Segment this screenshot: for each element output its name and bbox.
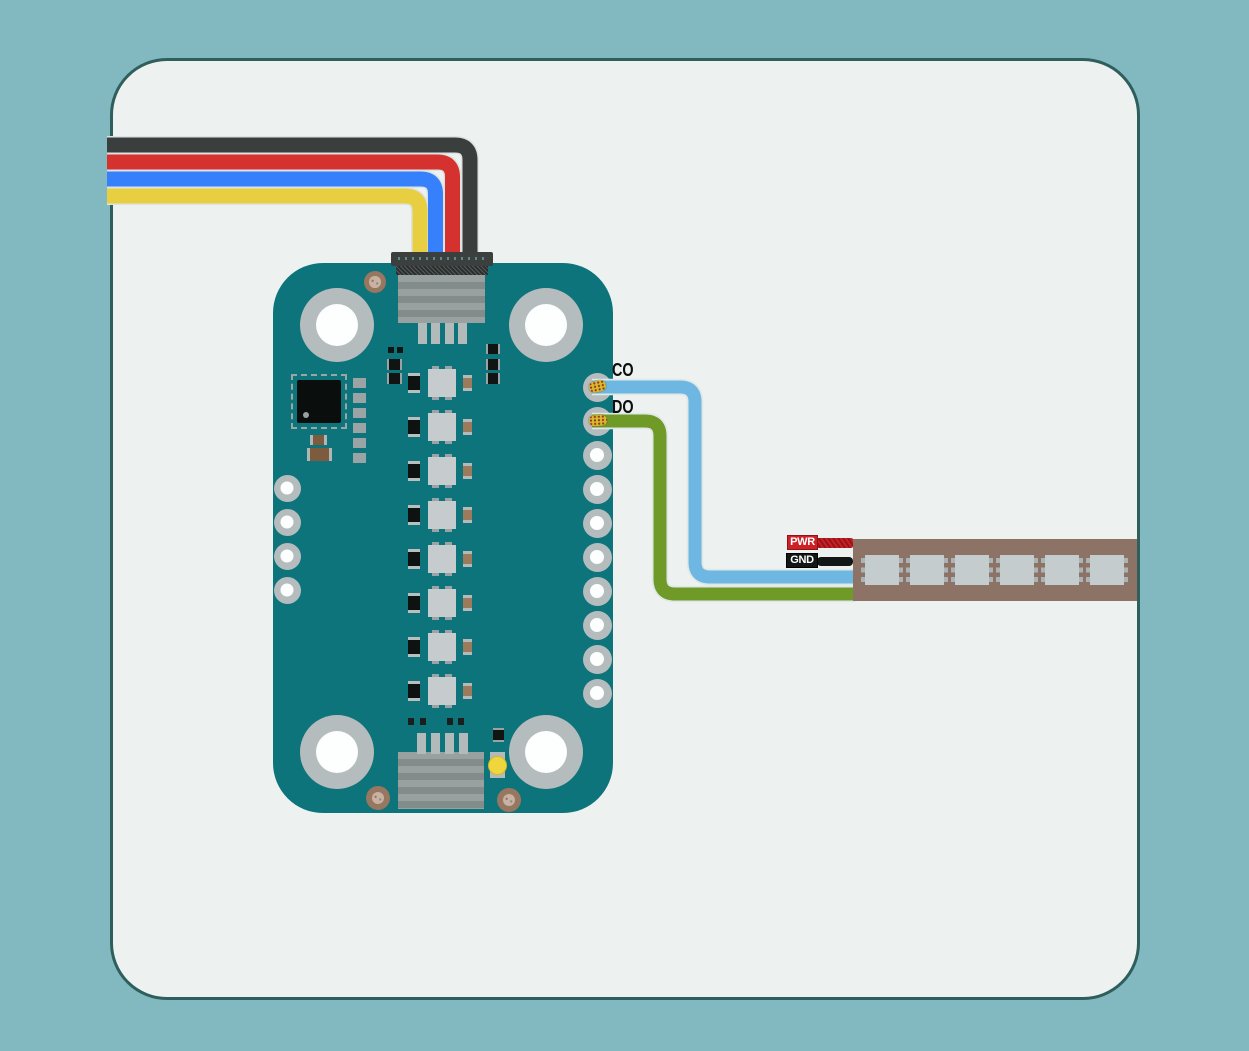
connector-pin [418,323,427,344]
strip-led [1041,555,1083,585]
diagram-panel [110,58,1140,1000]
strip-led [996,555,1038,585]
capacitor [408,461,420,481]
resistor [463,375,472,391]
capacitor [408,637,420,657]
do-pin-label: DO [612,397,634,417]
smd-pad [353,408,366,418]
capacitor [408,373,420,393]
mounting-hole [509,288,583,362]
smd-component [387,359,402,370]
strip-led [861,555,903,585]
smd-component [486,359,500,370]
edge-pad [582,508,612,538]
connector-pin [459,733,468,754]
smd-pad [447,718,453,725]
smd-component [387,373,402,384]
led-strip [853,539,1137,601]
strip-led [951,555,993,585]
edge-pad [582,474,612,504]
cable-plug-grip [396,266,488,275]
connector-pin [417,733,426,754]
cable-plug [391,252,493,266]
smd-pad [353,453,366,463]
gnd-wire-stub [817,557,853,566]
smd-pad [420,718,426,725]
edge-pad [582,678,612,708]
capacitor [408,549,420,569]
resistor [463,551,472,567]
resistor [463,595,472,611]
smd-component [388,347,394,353]
mounting-hole [300,715,374,789]
edge-pad [582,610,612,640]
status-led [488,756,507,775]
resistor [463,419,472,435]
edge-pad [582,576,612,606]
pwr-label: PWR [787,535,818,550]
connector-pin [431,733,440,754]
smd-component [486,344,500,354]
smd-pad [353,393,366,403]
capacitor [408,505,420,525]
smd-component [397,347,403,353]
resistor [463,507,472,523]
smd-pad [458,718,464,725]
board-led [428,542,456,576]
edge-pad [582,440,612,470]
mounting-hole [300,288,374,362]
resistor [463,639,472,655]
edge-pad [582,542,612,572]
board-led [428,454,456,488]
resistor [307,448,332,461]
via [497,788,521,812]
board-led [428,586,456,620]
resistor [310,435,327,445]
connector-pin [431,323,441,344]
co-pin-label: CO [612,360,634,380]
smd-pad [353,378,366,388]
gnd-label: GND [786,553,818,568]
resistor [463,683,472,699]
board-led [428,498,456,532]
board-led [428,366,456,400]
edge-pad [273,542,301,570]
pwr-wire-stub [817,538,853,548]
smd-pad [353,423,366,433]
resistor [463,463,472,479]
capacitor [408,593,420,613]
board-led [428,630,456,664]
edge-pad [582,644,612,674]
mounting-hole [509,715,583,789]
capacitor [408,417,420,437]
strip-led [1086,555,1128,585]
edge-pad [273,474,301,502]
edge-pad [273,508,301,536]
controller-board [273,252,613,813]
do-solder-joint [588,414,608,427]
ic-chip [291,374,347,429]
smd-component [486,373,500,384]
capacitor [408,681,420,701]
connector-pin [445,733,454,754]
smd-pad [353,438,366,448]
smd-pad [408,718,414,725]
connector-pin [444,323,454,344]
capacitor [493,728,504,742]
edge-pad [273,576,301,604]
board-led [428,410,456,444]
strip-led [906,555,948,585]
connector-pin [458,323,468,344]
via [364,271,386,293]
board-led [428,674,456,708]
top-connector-socket [398,275,485,323]
bottom-connector-socket [398,752,484,809]
via [366,786,390,810]
